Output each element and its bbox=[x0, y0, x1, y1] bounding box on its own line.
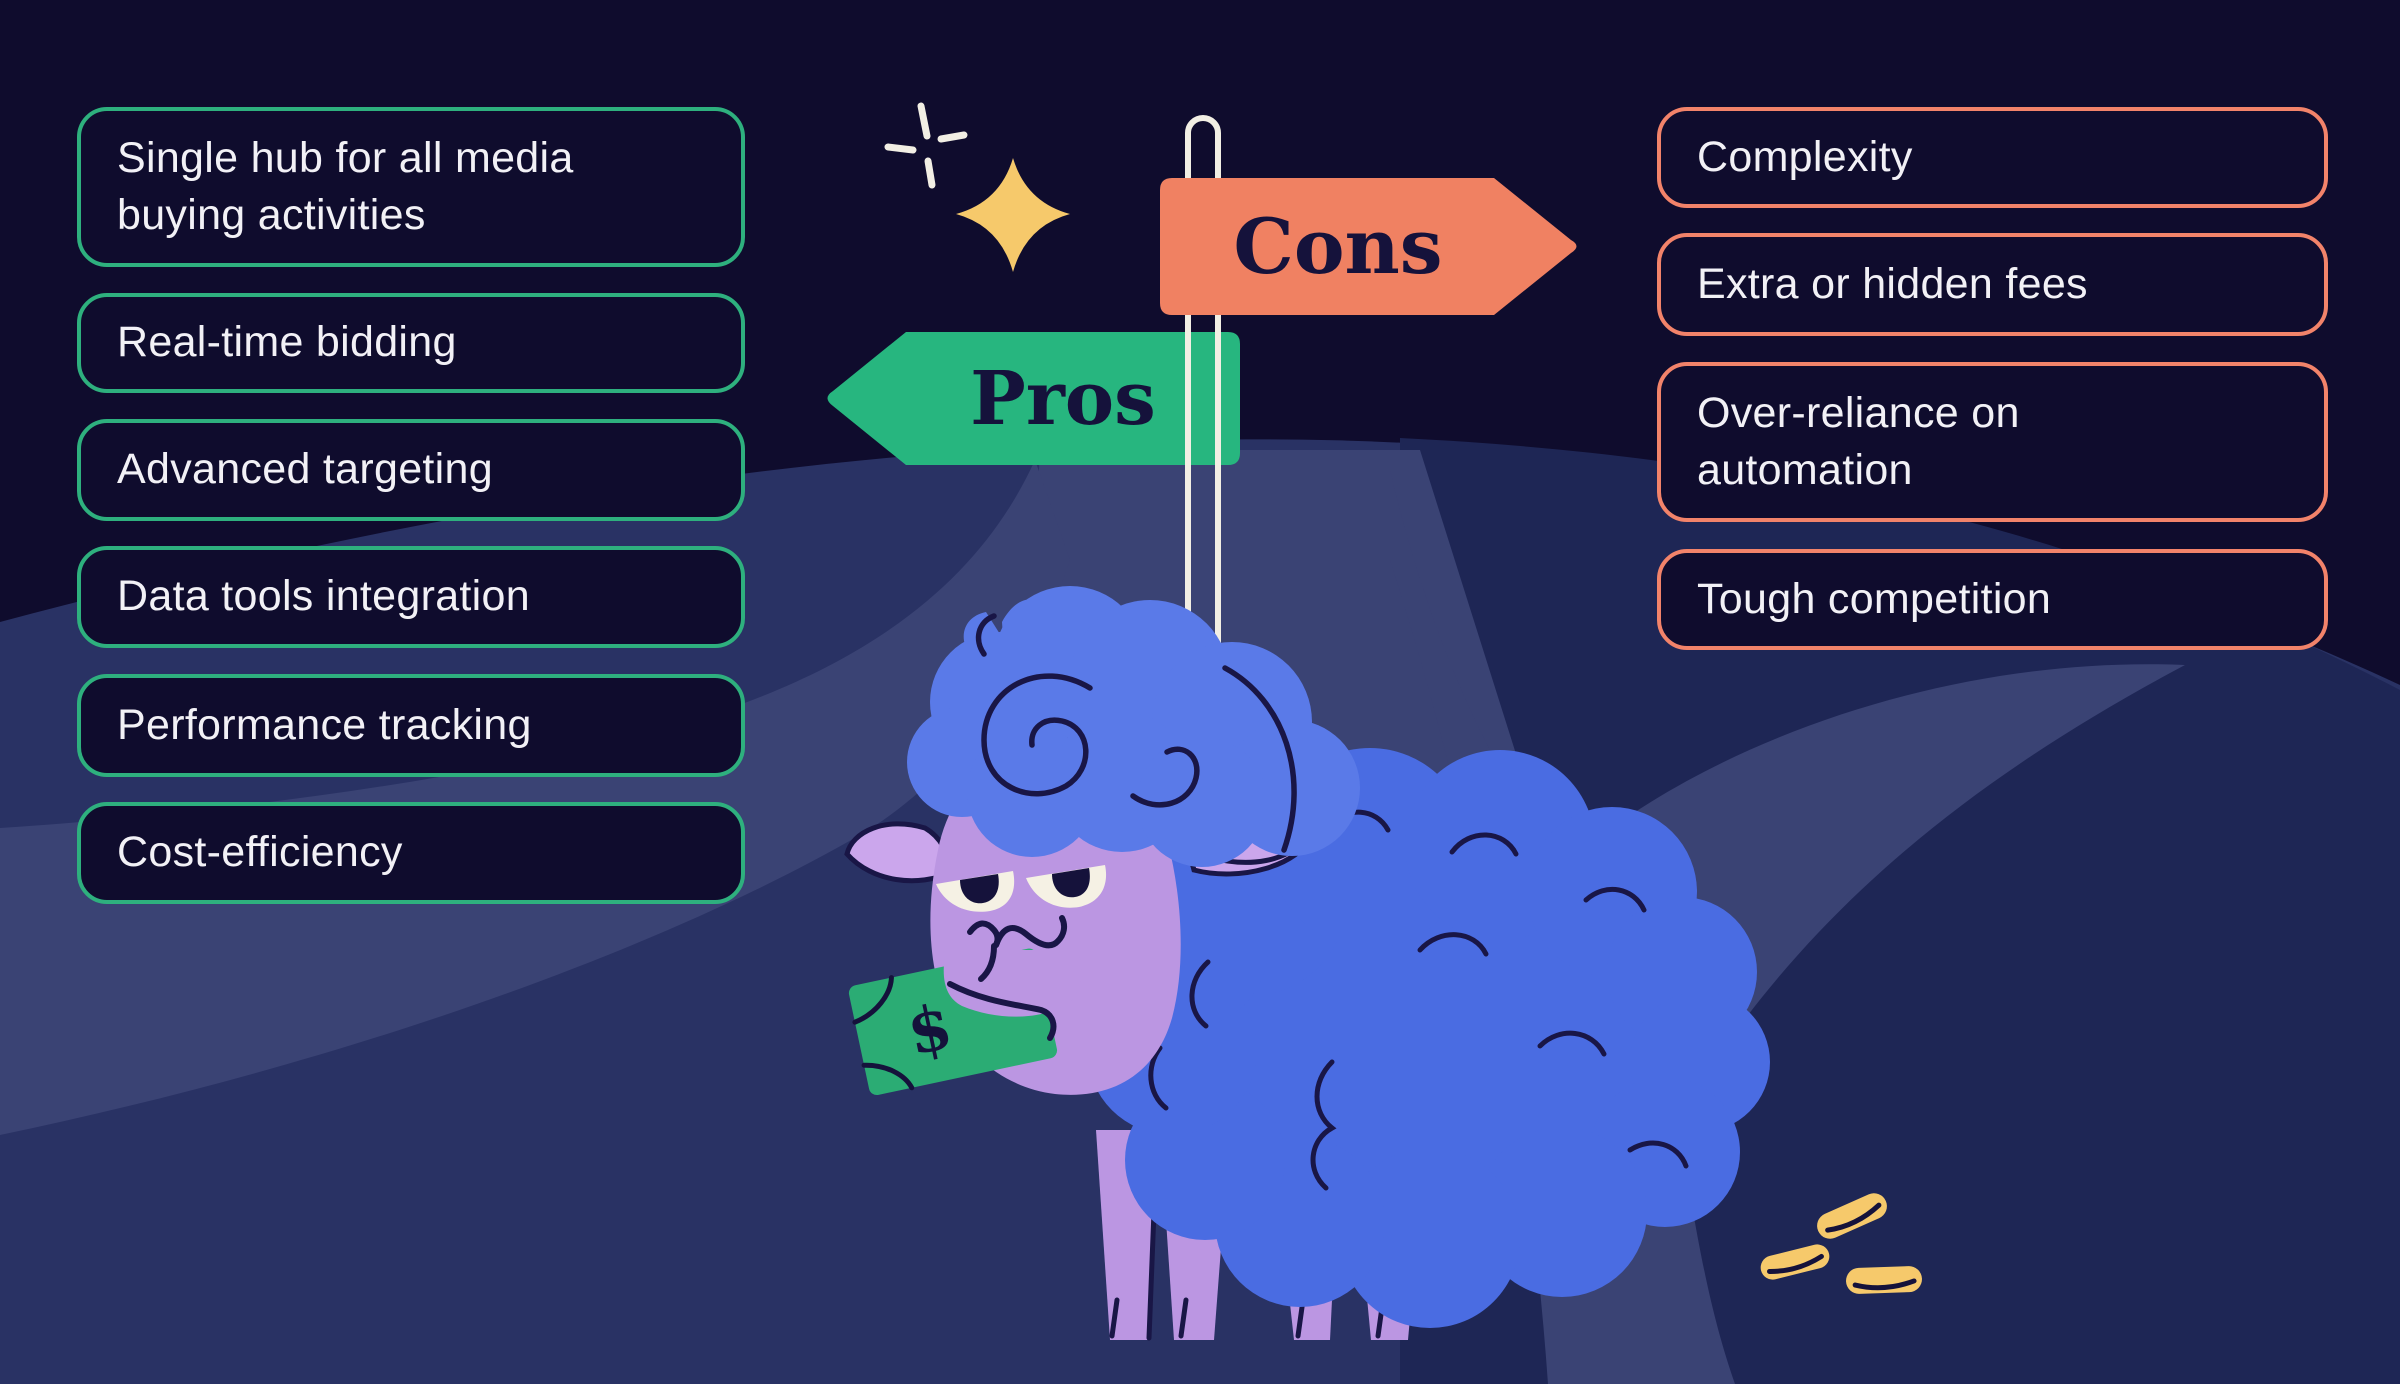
pros-pill-label: Advanced targeting bbox=[117, 445, 493, 494]
pupil-left bbox=[960, 874, 999, 904]
pros-pill-label: Single hub for all media buying activiti… bbox=[117, 133, 574, 239]
pros-pill-label: Data tools integration bbox=[117, 572, 530, 621]
pros-pill-data-tools-integration: Data tools integration bbox=[77, 546, 745, 648]
sparkle-cross-icon bbox=[884, 102, 968, 189]
coin-icon bbox=[1760, 1244, 1830, 1280]
pros-pill-single-hub: Single hub for all media buying activiti… bbox=[77, 107, 745, 267]
sheep-muzzle-over-bill bbox=[943, 950, 1082, 1017]
coin-icon bbox=[1817, 1193, 1887, 1239]
cons-pill-complexity: Complexity bbox=[1657, 107, 2328, 208]
sparkle-star-icon bbox=[956, 158, 1070, 272]
pupil-right bbox=[1052, 868, 1090, 898]
pros-pill-performance-tracking: Performance tracking bbox=[77, 674, 745, 777]
gold-coins bbox=[1760, 1193, 1922, 1294]
cons-pill-over-reliance: Over-reliance on automation bbox=[1657, 362, 2328, 522]
cons-pill-label: Over-reliance on automation bbox=[1697, 388, 2020, 494]
cons-pill-label: Extra or hidden fees bbox=[1697, 259, 2088, 308]
cons-pill-extra-fees: Extra or hidden fees bbox=[1657, 233, 2328, 336]
sheep-nose-mouth bbox=[947, 915, 1068, 1041]
sheep-illustration: $ bbox=[844, 586, 1770, 1341]
coin-icon bbox=[1846, 1266, 1922, 1294]
pros-sign-shape bbox=[827, 332, 1240, 465]
road-left-branch bbox=[0, 460, 1070, 1135]
sheep-eyes bbox=[936, 865, 1107, 912]
cons-sign-shape bbox=[1160, 178, 1577, 315]
pros-pill-real-time-bidding: Real-time bidding bbox=[77, 293, 745, 393]
cons-pill-label: Tough competition bbox=[1697, 574, 2052, 623]
sheep-hair-curl-lines bbox=[975, 613, 1297, 853]
pros-pill-label: Performance tracking bbox=[117, 700, 532, 749]
pros-pill-label: Real-time bidding bbox=[117, 318, 457, 367]
pros-pill-label: Cost-efficiency bbox=[117, 828, 403, 877]
pros-pill-advanced-targeting: Advanced targeting bbox=[77, 419, 745, 521]
pros-pill-cost-efficiency: Cost-efficiency bbox=[77, 802, 745, 904]
cons-pill-tough-competition: Tough competition bbox=[1657, 549, 2328, 650]
cons-pill-label: Complexity bbox=[1697, 132, 1913, 181]
